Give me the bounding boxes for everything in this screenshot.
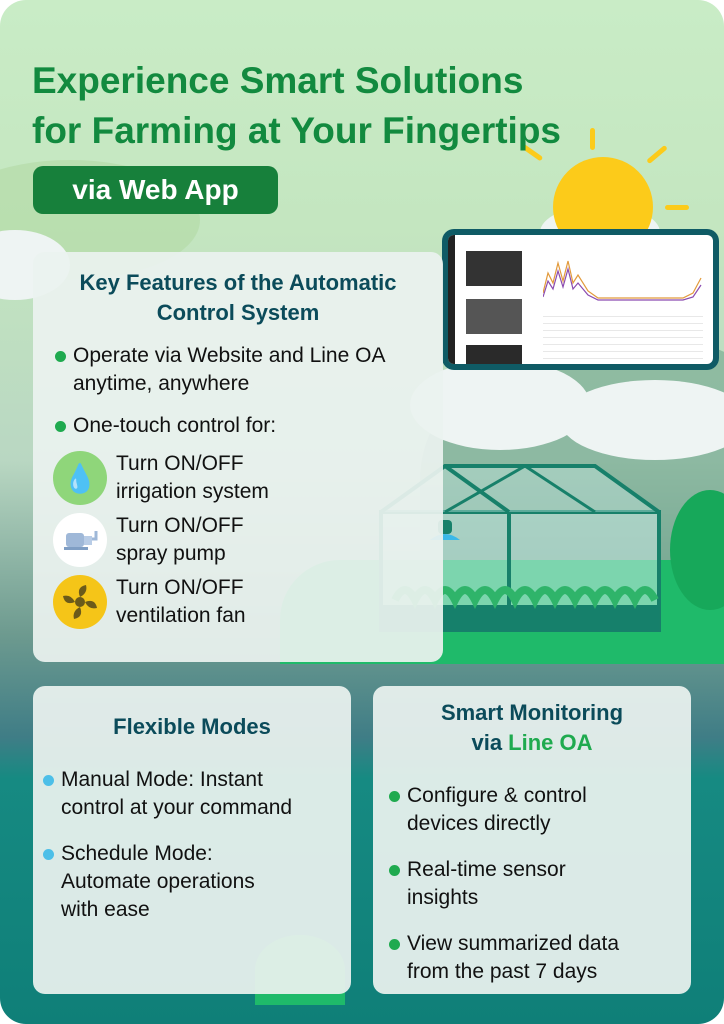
bullet-icon	[389, 939, 400, 950]
features-title: Key Features of the Automatic Control Sy…	[33, 268, 443, 328]
monitoring-bullet: Real-time sensor insights	[389, 856, 691, 912]
control-text: irrigation system	[116, 480, 269, 503]
sun-ray	[590, 128, 595, 150]
features-title-line: Control System	[156, 300, 320, 325]
bullet-text: View summarized data	[407, 932, 620, 955]
bullet-text: from the past 7 days	[407, 960, 598, 983]
bullet-icon	[389, 791, 400, 802]
bullet-icon	[43, 775, 54, 786]
title-line: for Farming at Your Fingertips	[32, 110, 562, 151]
control-text: ventilation fan	[116, 604, 246, 627]
bullet-text: Automate operations	[61, 870, 255, 893]
web-app-screenshot	[442, 229, 719, 370]
bullet-text: insights	[407, 886, 479, 909]
control-text: Turn ON/OFF	[116, 576, 244, 599]
web-app-badge: via Web App	[33, 166, 278, 214]
camera-feed	[466, 299, 522, 334]
feature-bullet: One-touch control for:	[55, 412, 443, 440]
camera-feed	[466, 251, 522, 286]
bullet-text: One-touch control for:	[73, 414, 277, 437]
control-pump: Turn ON/OFF spray pump	[53, 512, 443, 568]
bullet-text: Real-time sensor	[407, 858, 566, 881]
bullet-text: Configure & control	[407, 784, 587, 807]
modes-title: Flexible Modes	[113, 714, 271, 739]
control-text: Turn ON/OFF	[116, 452, 244, 475]
mode-bullet: Manual Mode: Instant control at your comm…	[43, 766, 351, 822]
bullet-text: devices directly	[407, 812, 551, 835]
bullet-icon	[389, 865, 400, 876]
control-text: Turn ON/OFF	[116, 514, 244, 537]
pump-icon	[53, 513, 107, 567]
bullet-icon	[55, 351, 66, 362]
monitoring-title-line: Smart Monitoring	[440, 700, 624, 725]
bullet-icon	[43, 849, 54, 860]
monitoring-bullet: Configure & control devices directly	[389, 782, 691, 838]
bullet-icon	[55, 421, 66, 432]
line-oa-label: Line OA	[508, 730, 593, 755]
smart-monitoring-card: Smart Monitoring via Line OA Configure &…	[373, 686, 691, 994]
data-table	[543, 310, 703, 360]
monitoring-title: Smart Monitoring via Line OA	[373, 698, 691, 758]
page-title: Experience Smart Solutions for Farming a…	[32, 56, 692, 156]
mode-bullet: Schedule Mode: Automate operations with ea…	[43, 840, 351, 924]
fan-icon	[53, 575, 107, 629]
monitoring-title-prefix: via	[471, 730, 509, 755]
camera-feed	[466, 345, 522, 364]
title-line: Experience Smart Solutions	[32, 60, 524, 101]
features-title-line: Key Features of the Automatic	[79, 270, 397, 295]
flexible-modes-card: Flexible Modes Manual Mode: Instant contr…	[33, 686, 351, 994]
monitoring-bullet: View summarized data from the past 7 days	[389, 930, 691, 986]
cloud-decoration	[560, 380, 724, 460]
bullet-text: Manual Mode: Instant	[61, 768, 263, 791]
bullet-text: Operate via Website and Line OA	[73, 344, 386, 367]
control-fan: Turn ON/OFF ventilation fan	[53, 574, 443, 630]
water-drop-icon: 💧	[53, 451, 107, 505]
bullet-text: control at your command	[61, 796, 293, 819]
app-sidebar	[448, 235, 455, 364]
control-irrigation: 💧 Turn ON/OFF irrigation system	[53, 450, 443, 506]
bullet-text: Schedule Mode:	[61, 842, 213, 865]
control-text: spray pump	[116, 542, 226, 565]
sensor-line-chart	[543, 260, 702, 301]
key-features-card: Key Features of the Automatic Control Sy…	[33, 252, 443, 662]
sun-ray	[665, 205, 689, 210]
feature-bullet: Operate via Website and Line OA anytime, …	[55, 342, 443, 398]
bullet-text: anytime, anywhere	[73, 372, 250, 395]
bullet-text: with ease	[61, 898, 150, 921]
